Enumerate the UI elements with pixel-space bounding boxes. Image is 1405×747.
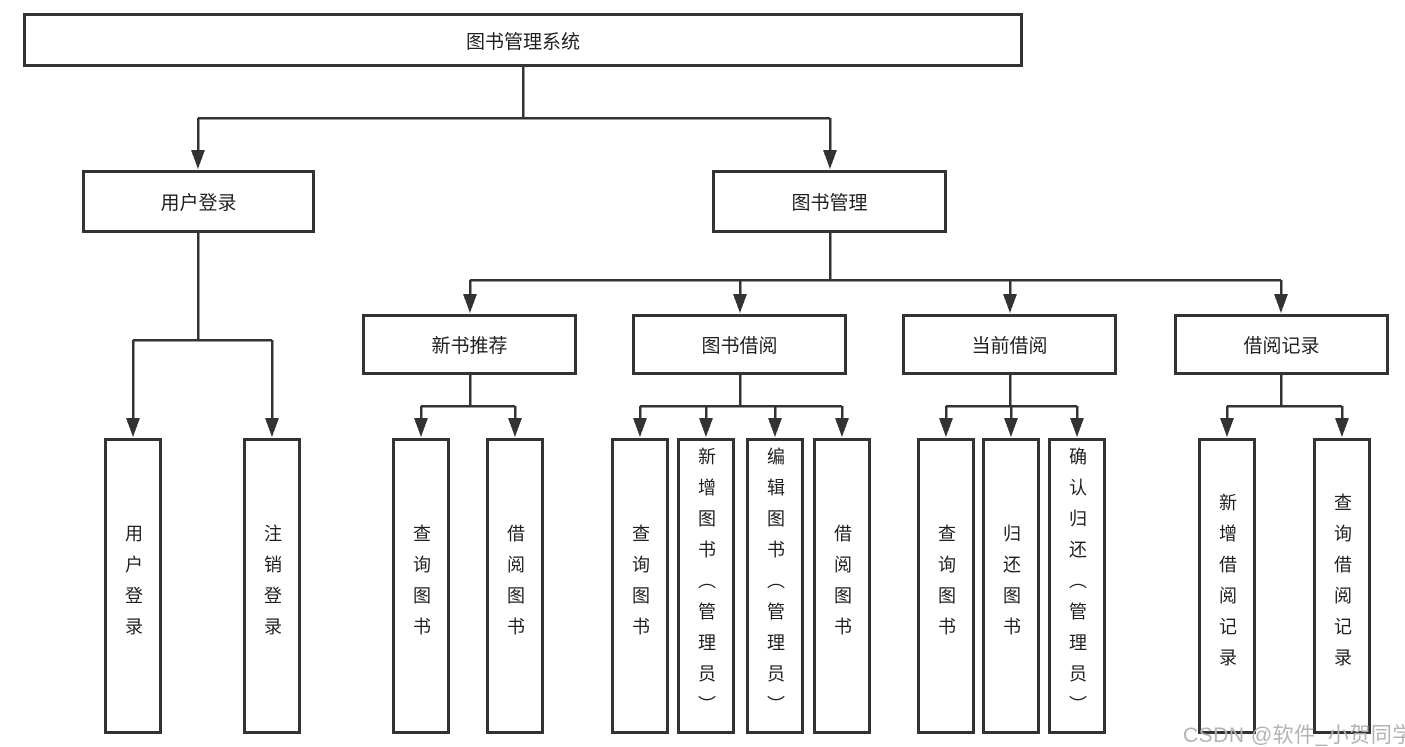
arrow-down-icon [126,418,140,437]
leaf-return-book-label: 归还图书 [1001,524,1021,648]
node-library-system: 图书管理系统 [23,13,1023,67]
leaf-query-books-recommend: 查询图书 [392,438,450,734]
node-book-borrow: 图书借阅 [632,314,847,375]
csdn-watermark: CSDN @软件_小贺同学 [1183,724,1405,747]
leaf-query-books-borrow: 查询图书 [611,438,669,734]
leaf-user-login-label: 用户登录 [123,524,143,648]
node-borrow-records: 借阅记录 [1174,314,1389,375]
node-new-book-recommend: 新书推荐 [362,314,577,375]
arrow-down-icon [1274,294,1288,313]
node-user-login: 用户登录 [82,170,315,233]
leaf-edit-book-admin-label: 编辑图书（管理员） [765,446,785,726]
arrow-down-icon [835,418,849,437]
node-user-login-label: 用户登录 [160,193,237,214]
arrow-down-icon [1003,294,1017,313]
arrow-down-icon [733,294,747,313]
leaf-query-books-current: 查询图书 [917,438,975,734]
arrow-down-icon [699,418,713,437]
arrow-down-icon [1070,418,1084,437]
leaf-user-login: 用户登录 [104,438,162,734]
node-new-book-recommend-label: 新书推荐 [431,336,508,357]
arrow-down-icon [414,418,428,437]
arrow-down-icon [463,294,477,313]
connector-user-login-children [131,233,274,423]
connector-new-book-children [419,375,517,423]
arrow-down-icon [508,418,522,437]
leaf-borrow-books-recommend: 借阅图书 [486,438,544,734]
connector-root-to-level2 [196,67,832,154]
arrow-down-icon [265,418,279,437]
node-library-system-label: 图书管理系统 [465,31,580,53]
leaf-query-books-current-label: 查询图书 [936,524,956,648]
leaf-add-borrow-record-label: 新增借阅记录 [1217,493,1237,679]
connector-book-management-children [468,233,1283,299]
arrow-down-icon [191,150,205,169]
connector-book-borrow-children [638,375,844,423]
leaf-return-book: 归还图书 [982,438,1040,734]
arrow-down-icon [823,150,837,169]
node-book-borrow-label: 图书借阅 [701,336,778,357]
connector-current-borrow-children [944,375,1079,423]
leaf-add-book-admin-label: 新增图书（管理员） [696,446,716,726]
node-book-management: 图书管理 [712,170,947,233]
arrow-down-icon [1004,418,1018,437]
node-current-borrow: 当前借阅 [902,314,1117,375]
node-book-management-label: 图书管理 [791,193,868,214]
leaf-query-borrow-record: 查询借阅记录 [1313,438,1371,734]
leaf-borrow-books-borrow: 借阅图书 [813,438,871,734]
arrow-down-icon [1220,418,1234,437]
leaf-query-borrow-record-label: 查询借阅记录 [1332,493,1352,679]
node-current-borrow-label: 当前借阅 [971,336,1048,357]
node-borrow-records-label: 借阅记录 [1243,336,1320,357]
leaf-query-books-borrow-label: 查询图书 [630,524,650,648]
leaf-confirm-return-admin: 确认归还（管理员） [1048,438,1106,734]
leaf-add-book-admin: 新增图书（管理员） [677,438,735,734]
leaf-confirm-return-admin-label: 确认归还（管理员） [1067,446,1087,726]
arrow-down-icon [939,418,953,437]
leaf-borrow-books-borrow-label: 借阅图书 [832,524,852,648]
arrow-down-icon [1335,418,1349,437]
connector-borrow-records-children [1225,375,1344,423]
arrow-down-icon [633,418,647,437]
arrow-down-icon [768,418,782,437]
leaf-borrow-books-recommend-label: 借阅图书 [505,524,525,648]
leaf-edit-book-admin: 编辑图书（管理员） [746,438,804,734]
leaf-logout-label: 注销登录 [262,524,282,648]
leaf-query-books-recommend-label: 查询图书 [411,524,431,648]
leaf-logout: 注销登录 [243,438,301,734]
leaf-add-borrow-record: 新增借阅记录 [1198,438,1256,734]
